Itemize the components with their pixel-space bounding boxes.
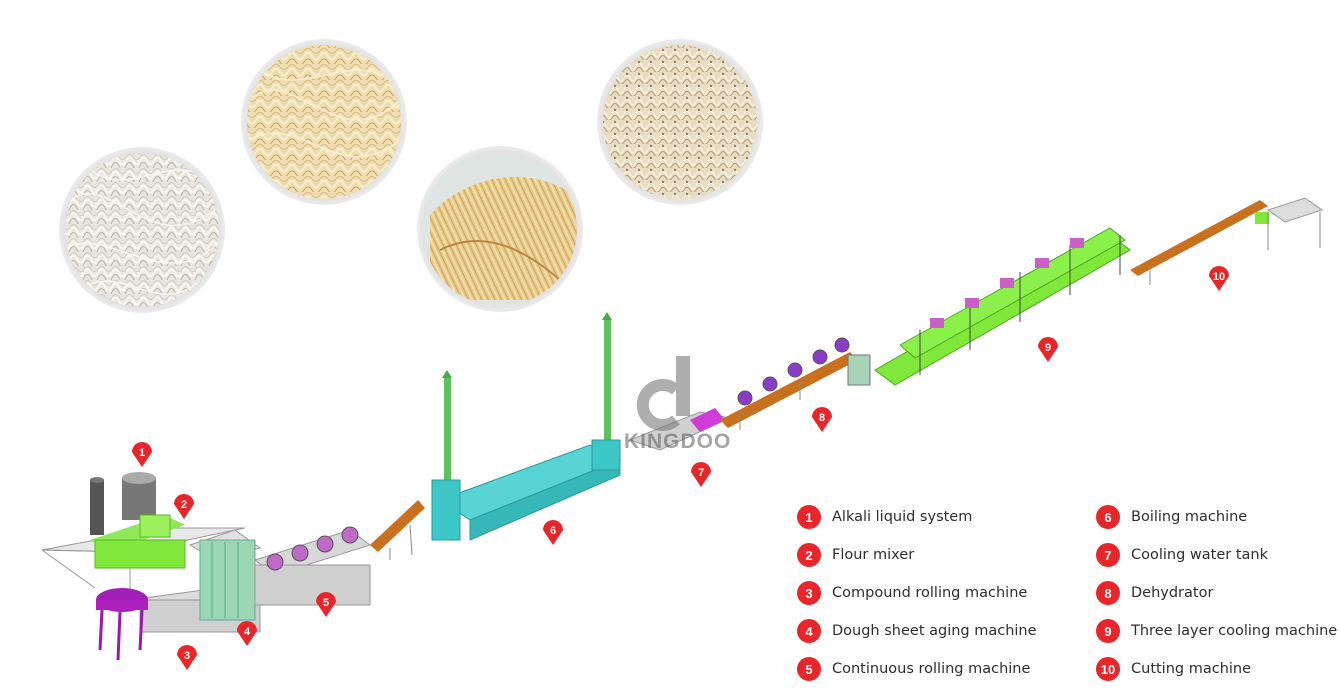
- marker-pin-icon: [237, 621, 257, 646]
- legend-number-badge: 6: [1096, 505, 1120, 529]
- marker-pin: 2: [174, 494, 194, 519]
- marker-pin: 9: [1038, 337, 1058, 362]
- legend-item: 3 Compound rolling machine: [797, 581, 1027, 605]
- marker-pin-icon: [174, 494, 194, 519]
- marker-pin-icon: [691, 462, 711, 487]
- machine-three-layer-cooling: [847, 227, 1131, 386]
- marker-number: 1: [139, 447, 145, 459]
- marker-pin: 3: [177, 645, 197, 670]
- legend-number-badge: 5: [797, 657, 821, 681]
- photo-dried-white-noodles: [59, 147, 225, 313]
- machine-continuous-rolling: [253, 526, 372, 606]
- legend-item: 5 Continuous rolling machine: [797, 657, 1030, 681]
- legend-number-badge: 7: [1096, 543, 1120, 567]
- legend-label: Three layer cooling machine: [1131, 623, 1338, 639]
- marker-pin: 6: [543, 520, 563, 545]
- marker-number: 4: [244, 626, 251, 638]
- logo-text: KINGDOO: [624, 430, 732, 453]
- marker-number: 8: [819, 412, 825, 424]
- kingdoo-logo-icon: [636, 356, 690, 431]
- machine-dehydrator: [720, 337, 858, 430]
- marker-pin-icon: [132, 442, 152, 467]
- legend-label: Cutting machine: [1131, 661, 1252, 677]
- marker-number: 5: [323, 597, 329, 609]
- marker-number: 3: [184, 650, 190, 662]
- legend-number-badge: 9: [1096, 619, 1120, 643]
- legend-label: Dehydrator: [1131, 585, 1214, 601]
- marker-number: 9: [1045, 342, 1051, 354]
- legend-number-badge: 1: [797, 505, 821, 529]
- marker-pin-icon: [1038, 337, 1058, 362]
- number-markers: 1 2 3 4 5 6 7 8 9 10: [132, 266, 1229, 670]
- machine-alkali-liquid-system: [90, 472, 156, 535]
- photo-noodle-bundles: [417, 146, 583, 312]
- marker-pin: 4: [237, 621, 257, 646]
- marker-pin: 7: [691, 462, 711, 487]
- conveyor-to-boiler: [370, 500, 425, 560]
- photo-fried-noodles: [597, 39, 763, 205]
- legend-item: 1 Alkali liquid system: [797, 505, 972, 529]
- machine-boiling: [431, 312, 622, 541]
- legend-item: 2 Flour mixer: [797, 543, 914, 567]
- photo-fresh-noodles: [241, 39, 407, 205]
- legend-label: Cooling water tank: [1131, 547, 1269, 563]
- marker-pin: 10: [1209, 266, 1229, 291]
- legend-label: Flour mixer: [832, 547, 915, 563]
- legend-label: Compound rolling machine: [832, 585, 1028, 601]
- marker-pin: 8: [812, 407, 832, 432]
- marker-pin-icon: [812, 407, 832, 432]
- legend-item: 4 Dough sheet aging machine: [797, 619, 1037, 643]
- marker-pin: 1: [132, 442, 152, 467]
- marker-number: 6: [550, 525, 556, 537]
- legend-item: 7 Cooling water tank: [1096, 543, 1268, 567]
- legend-number-badge: 3: [797, 581, 821, 605]
- marker-pin-icon: [543, 520, 563, 545]
- legend-item: 10 Cutting machine: [1096, 657, 1251, 681]
- legend-number-badge: 4: [797, 619, 821, 643]
- legend-label: Continuous rolling machine: [832, 661, 1031, 677]
- machine-dough-sheet-aging: [188, 529, 262, 621]
- legend-number-badge: 8: [1096, 581, 1120, 605]
- marker-number: 10: [1213, 271, 1225, 283]
- legend-item: 9 Three layer cooling machine: [1096, 619, 1337, 643]
- marker-number: 2: [181, 499, 187, 511]
- machine-flour-mixer: [90, 514, 186, 569]
- legend-item: 8 Dehydrator: [1096, 581, 1213, 605]
- marker-pin-icon: [1209, 266, 1229, 291]
- legend-label: Alkali liquid system: [832, 509, 973, 525]
- legend-number-badge: 10: [1096, 657, 1120, 681]
- marker-number: 7: [698, 467, 704, 479]
- legend-item: 6 Boiling machine: [1096, 505, 1247, 529]
- marker-pin-icon: [177, 645, 197, 670]
- marker-pin-icon: [316, 592, 336, 617]
- legend-label: Boiling machine: [1131, 509, 1248, 525]
- legend-label: Dough sheet aging machine: [832, 623, 1037, 639]
- machine-cutting: [1130, 197, 1324, 285]
- legend-number-badge: 2: [797, 543, 821, 567]
- marker-pin: 5: [316, 592, 336, 617]
